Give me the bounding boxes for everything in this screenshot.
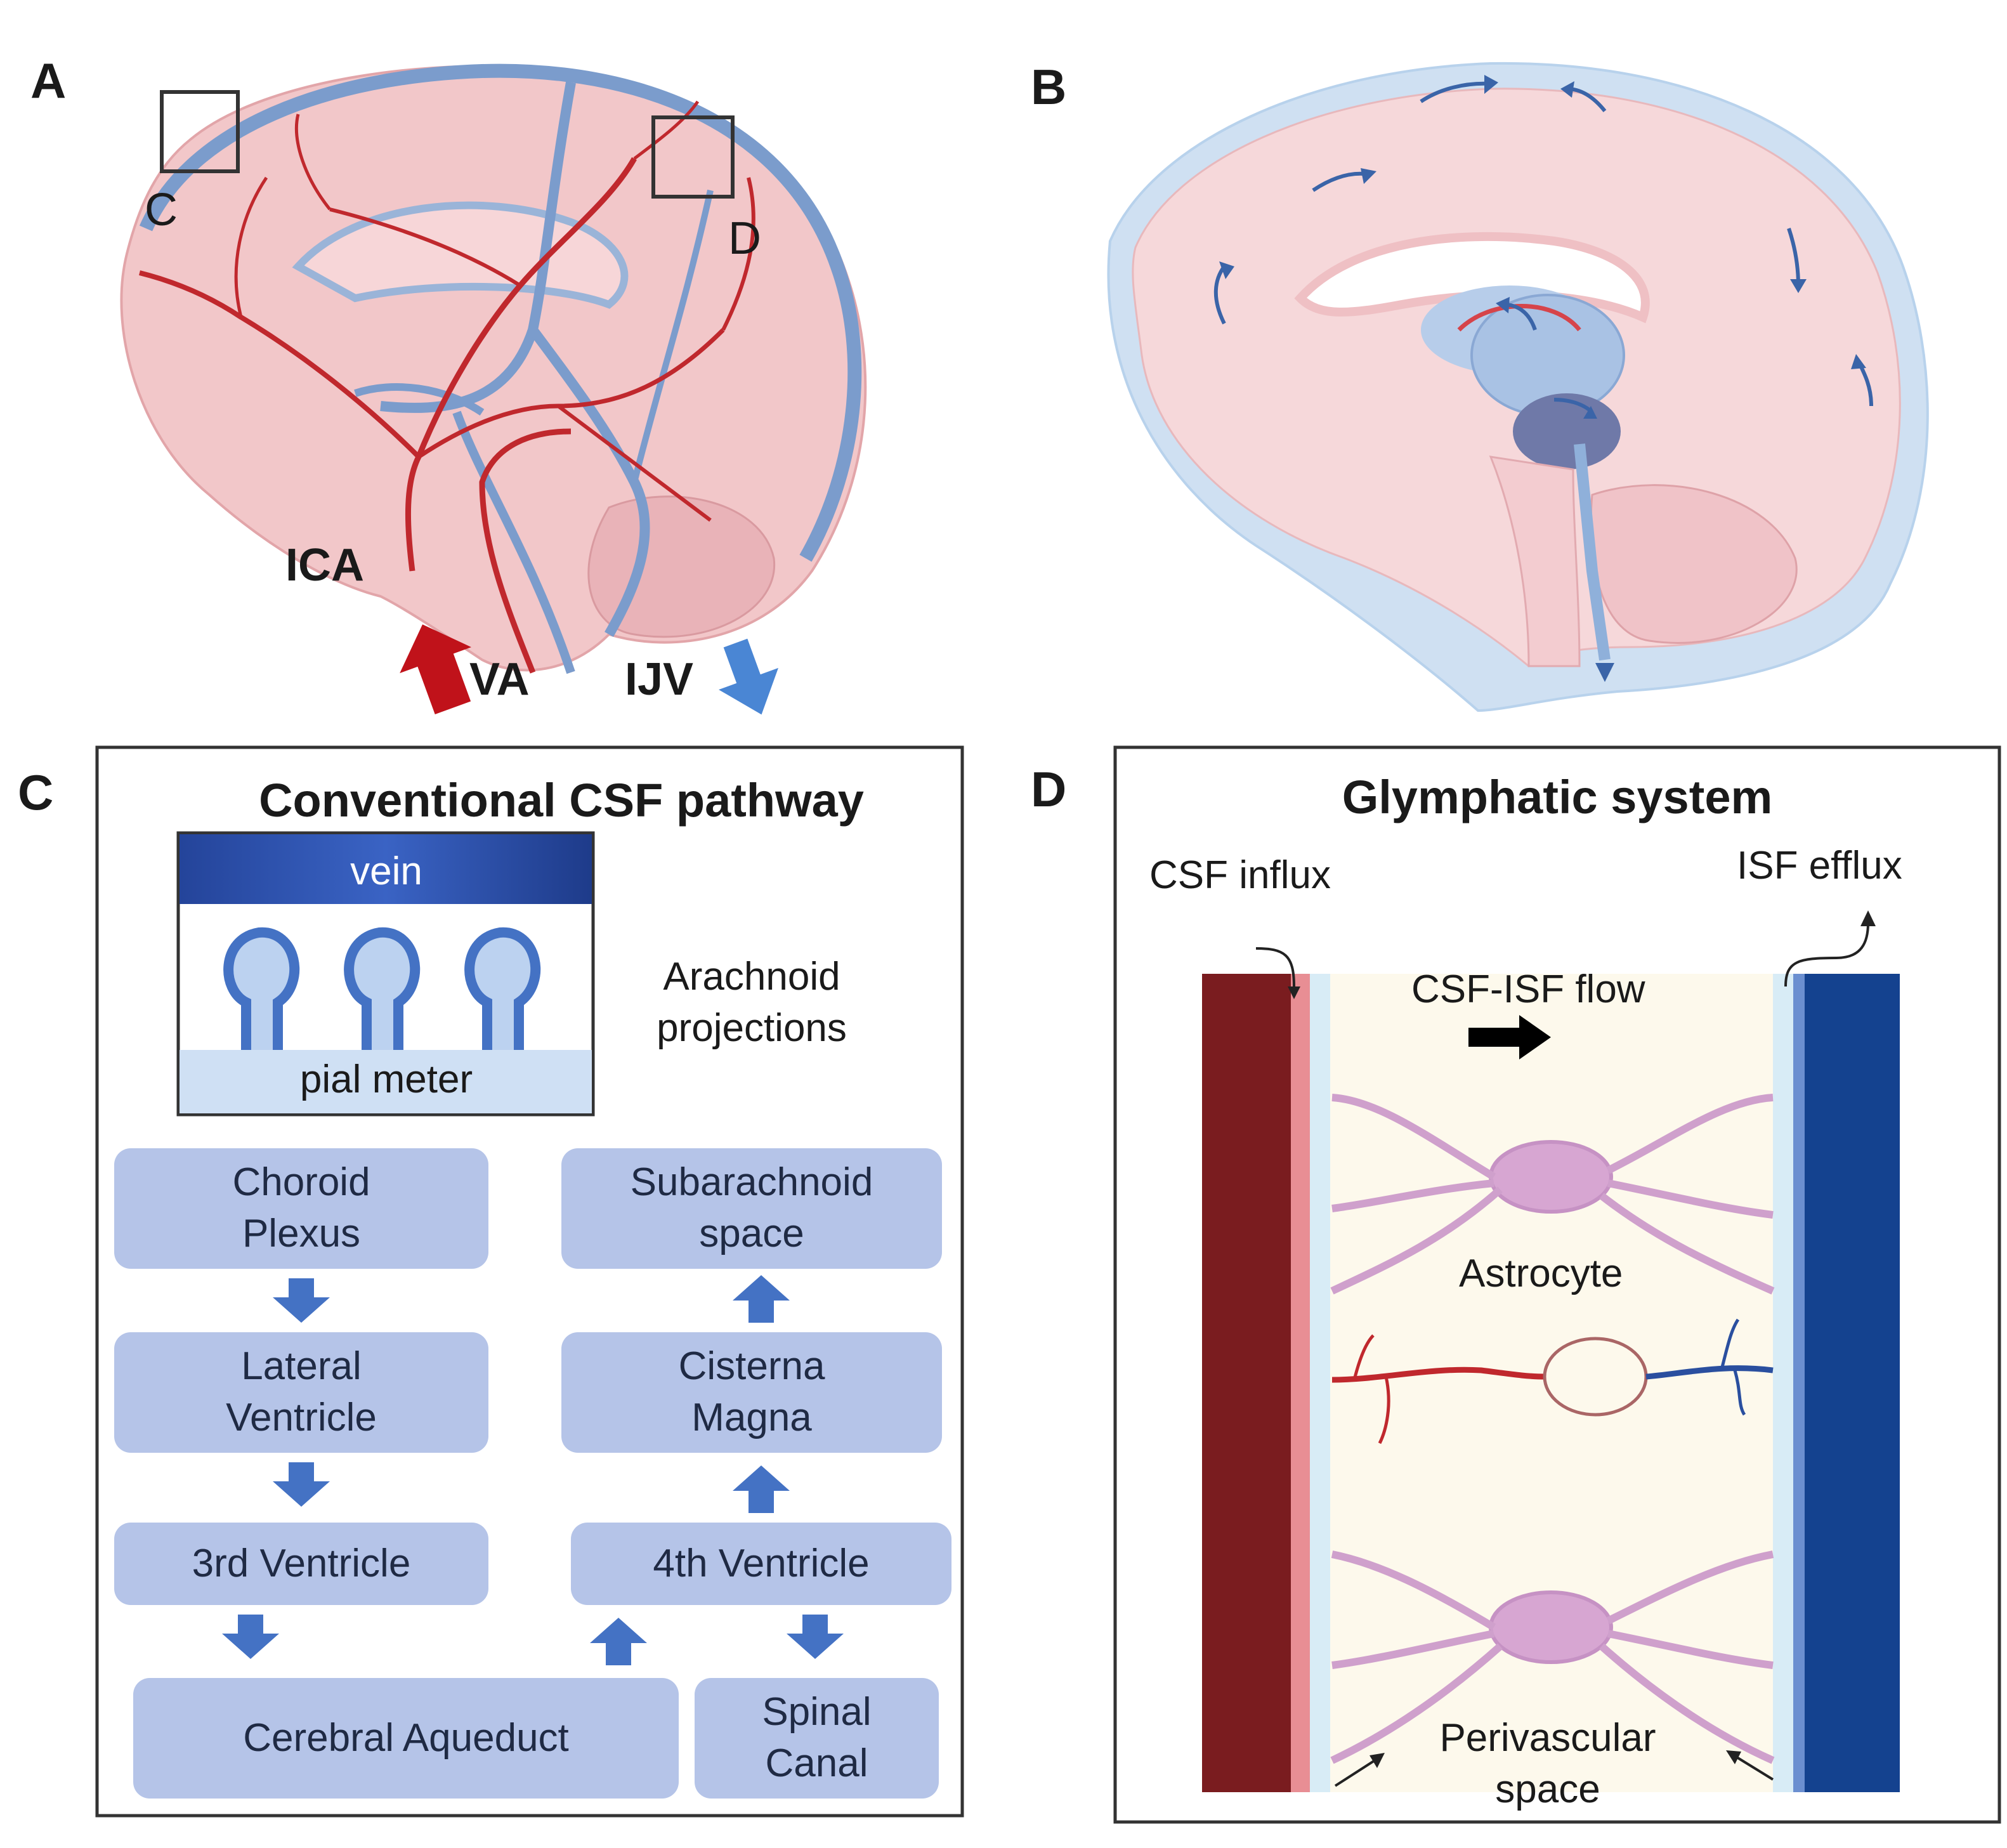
csf-isf-flow-label: CSF-ISF flow — [1411, 967, 1645, 1011]
inset-c-label: C — [145, 185, 178, 235]
va-label: VA — [469, 654, 530, 705]
glymphatic-illustration — [1113, 745, 2001, 1824]
brain-vasculature-illustration — [120, 63, 867, 715]
panel-c-title: Conventional CSF pathway — [259, 774, 864, 827]
csf-circulation-illustration — [1107, 62, 1929, 712]
pial-label: pial meter — [299, 1058, 473, 1101]
third-ventricle-box: 3rd Ventricle — [114, 1523, 488, 1605]
ijv-label: IJV — [625, 654, 694, 705]
panel-b-letter: B — [1031, 59, 1067, 115]
spinal-canal-box: Spinal Canal — [695, 1678, 939, 1799]
panel-d-title: Glymphatic system — [1342, 771, 1773, 823]
fourth-ventricle-box: 4th Ventricle — [571, 1523, 951, 1605]
choroid-plexus-box: Choroid Plexus — [114, 1148, 488, 1269]
vein-label: vein — [350, 849, 422, 893]
panel-c-letter: C — [18, 764, 54, 820]
csf-influx-label: CSF influx — [1149, 853, 1331, 897]
astrocyte-label: Astrocyte — [1459, 1252, 1623, 1295]
arrow-down-third-aqueduct — [222, 1615, 279, 1659]
arrow-up-aqueduct-fourth — [590, 1618, 647, 1665]
panel-d-letter: D — [1031, 761, 1067, 817]
panel-a-letter: A — [30, 53, 67, 108]
arrow-down-lateral-third — [273, 1462, 330, 1507]
subarachnoid-space-box: Subarachnoid space — [561, 1148, 942, 1269]
arachnoid-inset — [176, 831, 595, 1117]
lateral-ventricle-box: Lateral Ventricle — [114, 1332, 488, 1453]
csf-isf-flow-arrow — [1468, 1015, 1551, 1059]
isf-efflux-label: ISF efflux — [1737, 844, 1902, 888]
perivascular-label: Perivascular space — [1439, 1716, 1656, 1811]
arrow-down-choroid-lateral — [273, 1278, 330, 1323]
cisterna-magna-box: Cisterna Magna — [561, 1332, 942, 1453]
cerebral-aqueduct-box: Cerebral Aqueduct — [133, 1678, 679, 1799]
inset-d-label: D — [728, 213, 761, 264]
ica-label: ICA — [285, 540, 364, 591]
arrow-down-fourth-spinal — [787, 1615, 844, 1659]
arrow-up-cisterna-subarachnoid — [733, 1275, 790, 1323]
arachnoid-label: Arachnoid projections — [657, 955, 847, 1050]
arrow-up-fourth-cisterna — [733, 1465, 790, 1513]
